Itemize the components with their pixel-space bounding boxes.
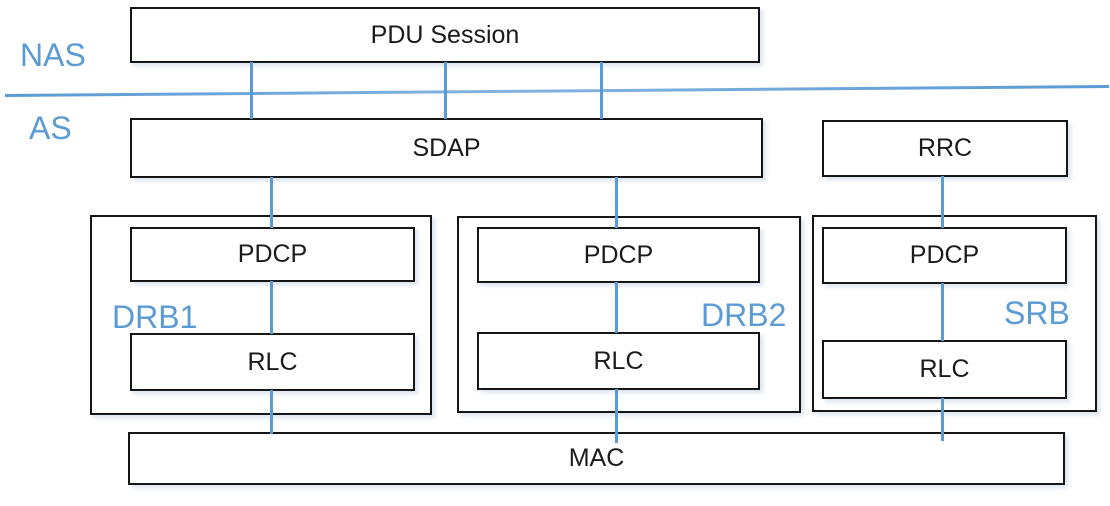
connector-pdu-sdap-right xyxy=(600,62,603,119)
connector-pdu-sdap-mid xyxy=(444,62,447,119)
connector-sdap-drb2-pdcp xyxy=(615,177,618,228)
drb2-rlc-label: RLC xyxy=(593,346,644,375)
connector-rrc-srb-pdcp xyxy=(941,176,944,228)
drb2-pdcp-label: PDCP xyxy=(583,240,654,269)
rrc-label: RRC xyxy=(917,134,973,162)
srb-pdcp-box: PDCP xyxy=(822,227,1067,284)
connector-sdap-drb1-pdcp xyxy=(270,177,273,228)
connector-drb2-rlc-mac xyxy=(615,389,618,443)
srb-rlc-label: RLC xyxy=(919,355,970,383)
rrc-box: RRC xyxy=(822,120,1068,177)
drb2-rlc-box: RLC xyxy=(477,332,760,390)
drb1-pdcp-box: PDCP xyxy=(130,227,415,282)
connector-drb2-pdcp-rlc xyxy=(615,282,618,333)
as-label: AS xyxy=(29,110,72,146)
nas-label: NAS xyxy=(20,37,86,73)
sdap-box: SDAP xyxy=(130,118,763,178)
connector-srb-rlc-mac xyxy=(941,398,944,441)
connector-drb1-rlc-mac xyxy=(270,390,273,434)
drb1-rlc-box: RLC xyxy=(130,333,415,391)
drb2-label: DRB2 xyxy=(701,297,787,333)
connector-pdu-sdap-left xyxy=(250,62,253,119)
mac-box: MAC xyxy=(128,432,1065,485)
sdap-label: SDAP xyxy=(412,133,481,162)
connector-drb1-pdcp-rlc xyxy=(270,281,273,334)
nas-as-divider-line xyxy=(4,84,1109,97)
drb1-pdcp-label: PDCP xyxy=(237,240,308,268)
drb1-rlc-label: RLC xyxy=(247,347,298,376)
mac-label: MAC xyxy=(568,444,625,472)
drb1-label: DRB1 xyxy=(112,299,198,335)
drb2-pdcp-box: PDCP xyxy=(477,227,760,283)
pdu-session-box: PDU Session xyxy=(130,7,760,63)
connector-srb-pdcp-rlc xyxy=(941,283,944,341)
srb-label: SRB xyxy=(1004,295,1070,331)
srb-pdcp-label: PDCP xyxy=(909,241,980,269)
pdu-session-label: PDU Session xyxy=(370,20,520,49)
srb-rlc-box: RLC xyxy=(822,340,1067,399)
